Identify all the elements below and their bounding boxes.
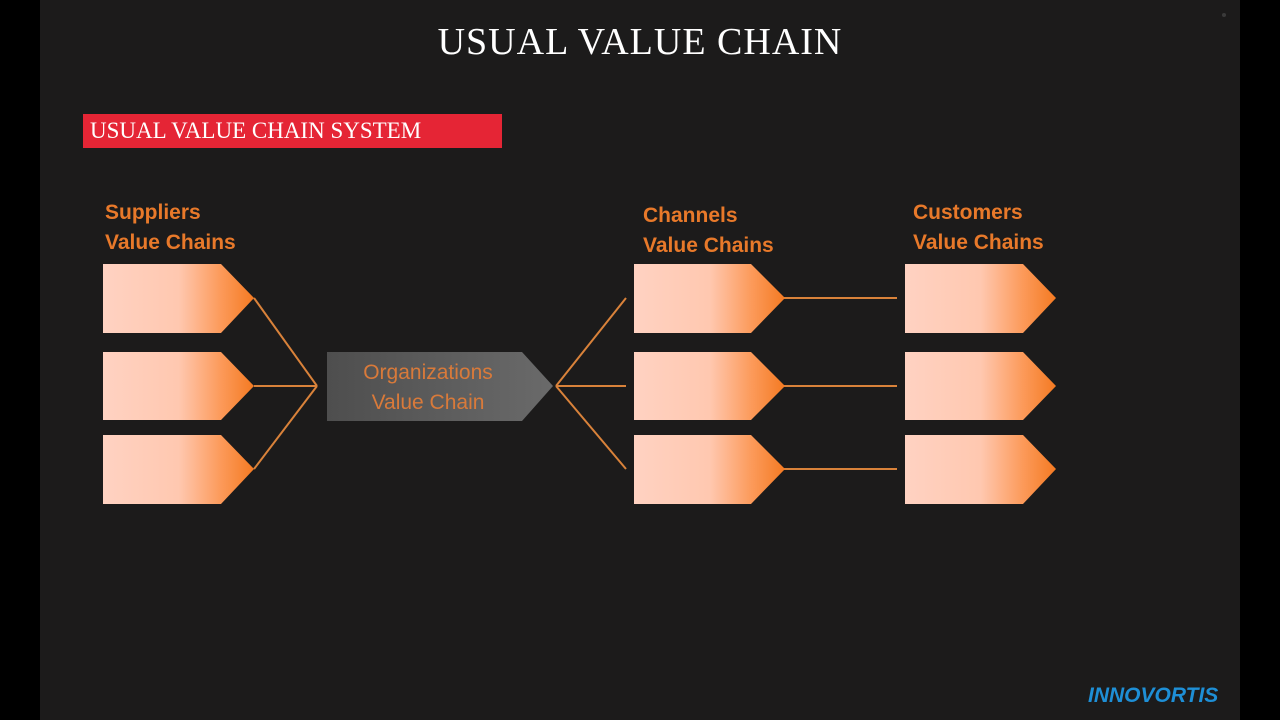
slide-title: USUAL VALUE CHAIN xyxy=(437,21,843,63)
channels-label-line2: Value Chains xyxy=(643,234,774,257)
customers-label-line1: Customers xyxy=(913,201,1023,224)
channels-label-line1: Channels xyxy=(643,204,738,227)
connector-channel-1 xyxy=(555,297,627,387)
connector-supplier-3 xyxy=(253,385,318,470)
connector-channel-3 xyxy=(555,385,627,470)
channel-chevron xyxy=(634,264,785,333)
customers-label: Customers Value Chains xyxy=(913,198,1044,258)
organization-chevron xyxy=(327,352,553,421)
customer-chevron xyxy=(905,352,1056,420)
customer-chevron xyxy=(905,435,1056,504)
customers-label-line2: Value Chains xyxy=(913,231,1044,254)
connector-supplier-1 xyxy=(253,297,318,387)
channel-chevron xyxy=(634,352,785,420)
customer-chevron xyxy=(905,264,1056,333)
organization-label-line1: Organizations xyxy=(363,361,493,384)
channels-label: Channels Value Chains xyxy=(643,201,774,261)
subtitle-banner: USUAL VALUE CHAIN SYSTEM xyxy=(83,114,502,148)
organization-label: Organizations Value Chain xyxy=(330,358,526,418)
suppliers-label-line2: Value Chains xyxy=(105,231,236,254)
supplier-chevron xyxy=(103,264,254,333)
suppliers-label: Suppliers Value Chains xyxy=(105,198,236,258)
innovortis-logo: INNOVORTIS xyxy=(1088,684,1219,707)
suppliers-label-line1: Suppliers xyxy=(105,201,201,224)
channel-chevron xyxy=(634,435,785,504)
corner-dot xyxy=(1222,13,1226,17)
supplier-chevron xyxy=(103,435,254,504)
organization-label-line2: Value Chain xyxy=(371,391,485,414)
supplier-chevron xyxy=(103,352,254,420)
